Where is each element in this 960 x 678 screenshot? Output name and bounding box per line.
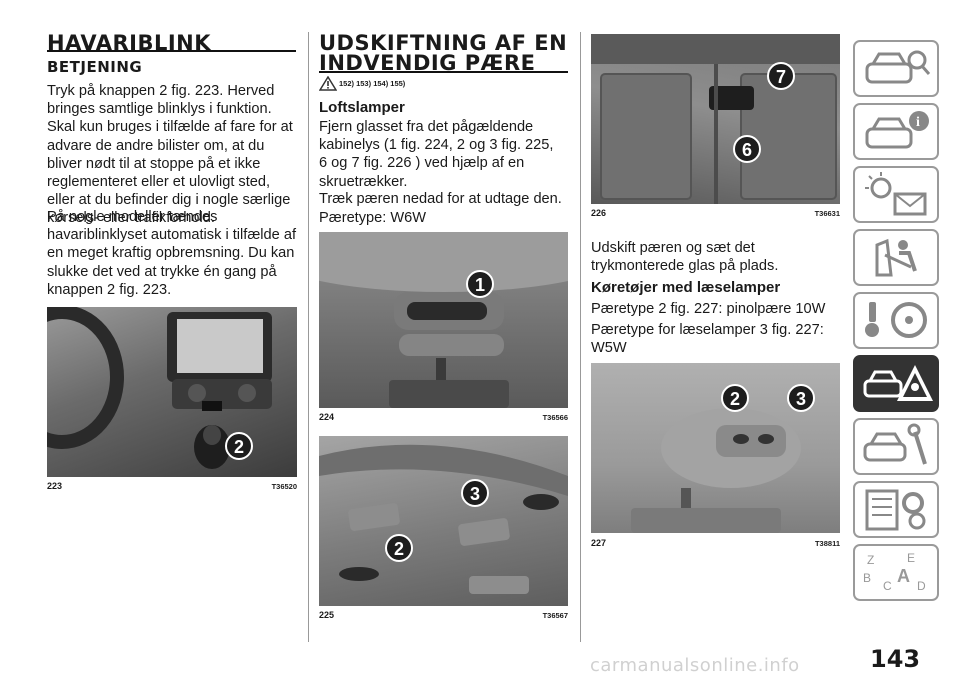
ceiling-lamp-illustration xyxy=(319,232,568,408)
ceiling-lamps-illustration xyxy=(319,444,568,594)
svg-text:i: i xyxy=(916,115,920,130)
chapter-tab-safety[interactable] xyxy=(853,229,939,286)
paragraph: Pæretype: W6W xyxy=(319,210,427,226)
svg-text:D: D xyxy=(917,579,926,593)
chapter-tab-index[interactable]: Z E B C A D xyxy=(853,544,939,601)
key-steering-icon xyxy=(865,302,927,338)
callout-2: 2 xyxy=(225,432,253,460)
watermark: carmanualsonline.info xyxy=(590,655,800,676)
chapter-tab-warning-lights[interactable] xyxy=(853,166,939,223)
car-search-icon xyxy=(865,50,931,84)
svg-text:Z: Z xyxy=(867,553,874,567)
callout-6: 6 xyxy=(733,135,761,163)
figure-code: T36520 xyxy=(271,482,297,491)
figure-code: T38811 xyxy=(814,539,840,548)
column-divider xyxy=(580,32,581,642)
chapter-tab-car-search[interactable] xyxy=(853,40,939,97)
chapter-tab-emergency[interactable] xyxy=(853,355,939,412)
callout-3: 3 xyxy=(461,479,489,507)
figure-number: 225 xyxy=(319,610,335,620)
figure-code: T36631 xyxy=(814,209,840,218)
column-divider xyxy=(308,32,309,642)
paragraph: Fjern glasset fra det pågældende kabinel… xyxy=(319,119,554,190)
figure-223-dashboard-photo: 2 xyxy=(47,307,297,477)
paragraph: Udskift pæren og sæt det trykmonterede g… xyxy=(591,240,779,275)
paragraph: Pæretype 2 fig. 227: pinolpære 10W xyxy=(591,301,826,317)
data-gears-icon xyxy=(865,489,926,531)
callout-1: 1 xyxy=(466,270,494,298)
svg-text:E: E xyxy=(907,551,915,565)
svg-text:A: A xyxy=(897,566,910,586)
figure-code: T36567 xyxy=(542,611,568,620)
section-title-line-1: UDSKIFTNING AF EN xyxy=(319,31,568,55)
rear-lamp-illustration xyxy=(591,34,840,204)
page-number: 143 xyxy=(870,645,921,673)
section-title-havariblink: HAVARIBLINK xyxy=(47,31,212,55)
warning-lights-mail-icon xyxy=(865,172,927,216)
callout-7: 7 xyxy=(767,62,795,90)
reading-lamps-illustration xyxy=(631,408,801,533)
figure-number: 224 xyxy=(319,412,335,422)
warning-references: 152) 153) 154) 155) xyxy=(339,79,406,88)
chapter-tab-starting[interactable] xyxy=(853,292,939,349)
subtitle-betjening: BETJENING xyxy=(47,58,143,76)
warning-triangle-icon xyxy=(318,75,338,96)
callout-3: 3 xyxy=(787,384,815,412)
svg-text:B: B xyxy=(863,571,871,585)
subheading-loftslamper: Loftslamper xyxy=(319,99,405,116)
figure-225-ceiling-lamps-photo: 3 2 xyxy=(319,436,568,606)
callout-2: 2 xyxy=(385,534,413,562)
paragraph: På nogle modeller tændes havariblinklyse… xyxy=(47,209,297,298)
section-title-line-2: INDVENDIG PÆRE xyxy=(319,51,536,75)
svg-text:C: C xyxy=(883,579,892,593)
title-rule xyxy=(319,71,568,73)
dashboard-illustration xyxy=(47,307,272,469)
figure-number: 226 xyxy=(591,208,607,218)
car-info-icon: i xyxy=(865,111,929,149)
alphabet-index-icon: Z E B C A D xyxy=(863,551,926,593)
figure-226-rear-lamp-photo: 7 6 xyxy=(591,34,840,204)
car-breakdown-warning-icon xyxy=(863,365,933,401)
figure-number: 223 xyxy=(47,481,63,491)
chapter-tab-technical-data[interactable] xyxy=(853,481,939,538)
figure-number: 227 xyxy=(591,538,607,548)
paragraph: Træk pæren nedad for at udtage den. xyxy=(319,191,562,207)
figure-code: T36566 xyxy=(542,413,568,422)
title-rule xyxy=(47,50,296,52)
airbag-seat-icon xyxy=(875,238,917,277)
paragraph: Tryk på knappen 2 fig. 223. Herved bring… xyxy=(47,83,293,227)
paragraph: Pæretype for læselamper 3 fig. 227: W5W xyxy=(591,322,824,357)
car-wrench-icon xyxy=(863,423,927,465)
chapter-tab-car-info[interactable]: i xyxy=(853,103,939,160)
subheading-laeselamper: Køretøjer med læselamper xyxy=(591,279,781,296)
figure-224-ceiling-lamp-photo: 1 xyxy=(319,232,568,408)
callout-2: 2 xyxy=(721,384,749,412)
figure-227-reading-lamps-photo: 2 3 xyxy=(591,363,840,533)
chapter-tab-maintenance[interactable] xyxy=(853,418,939,475)
